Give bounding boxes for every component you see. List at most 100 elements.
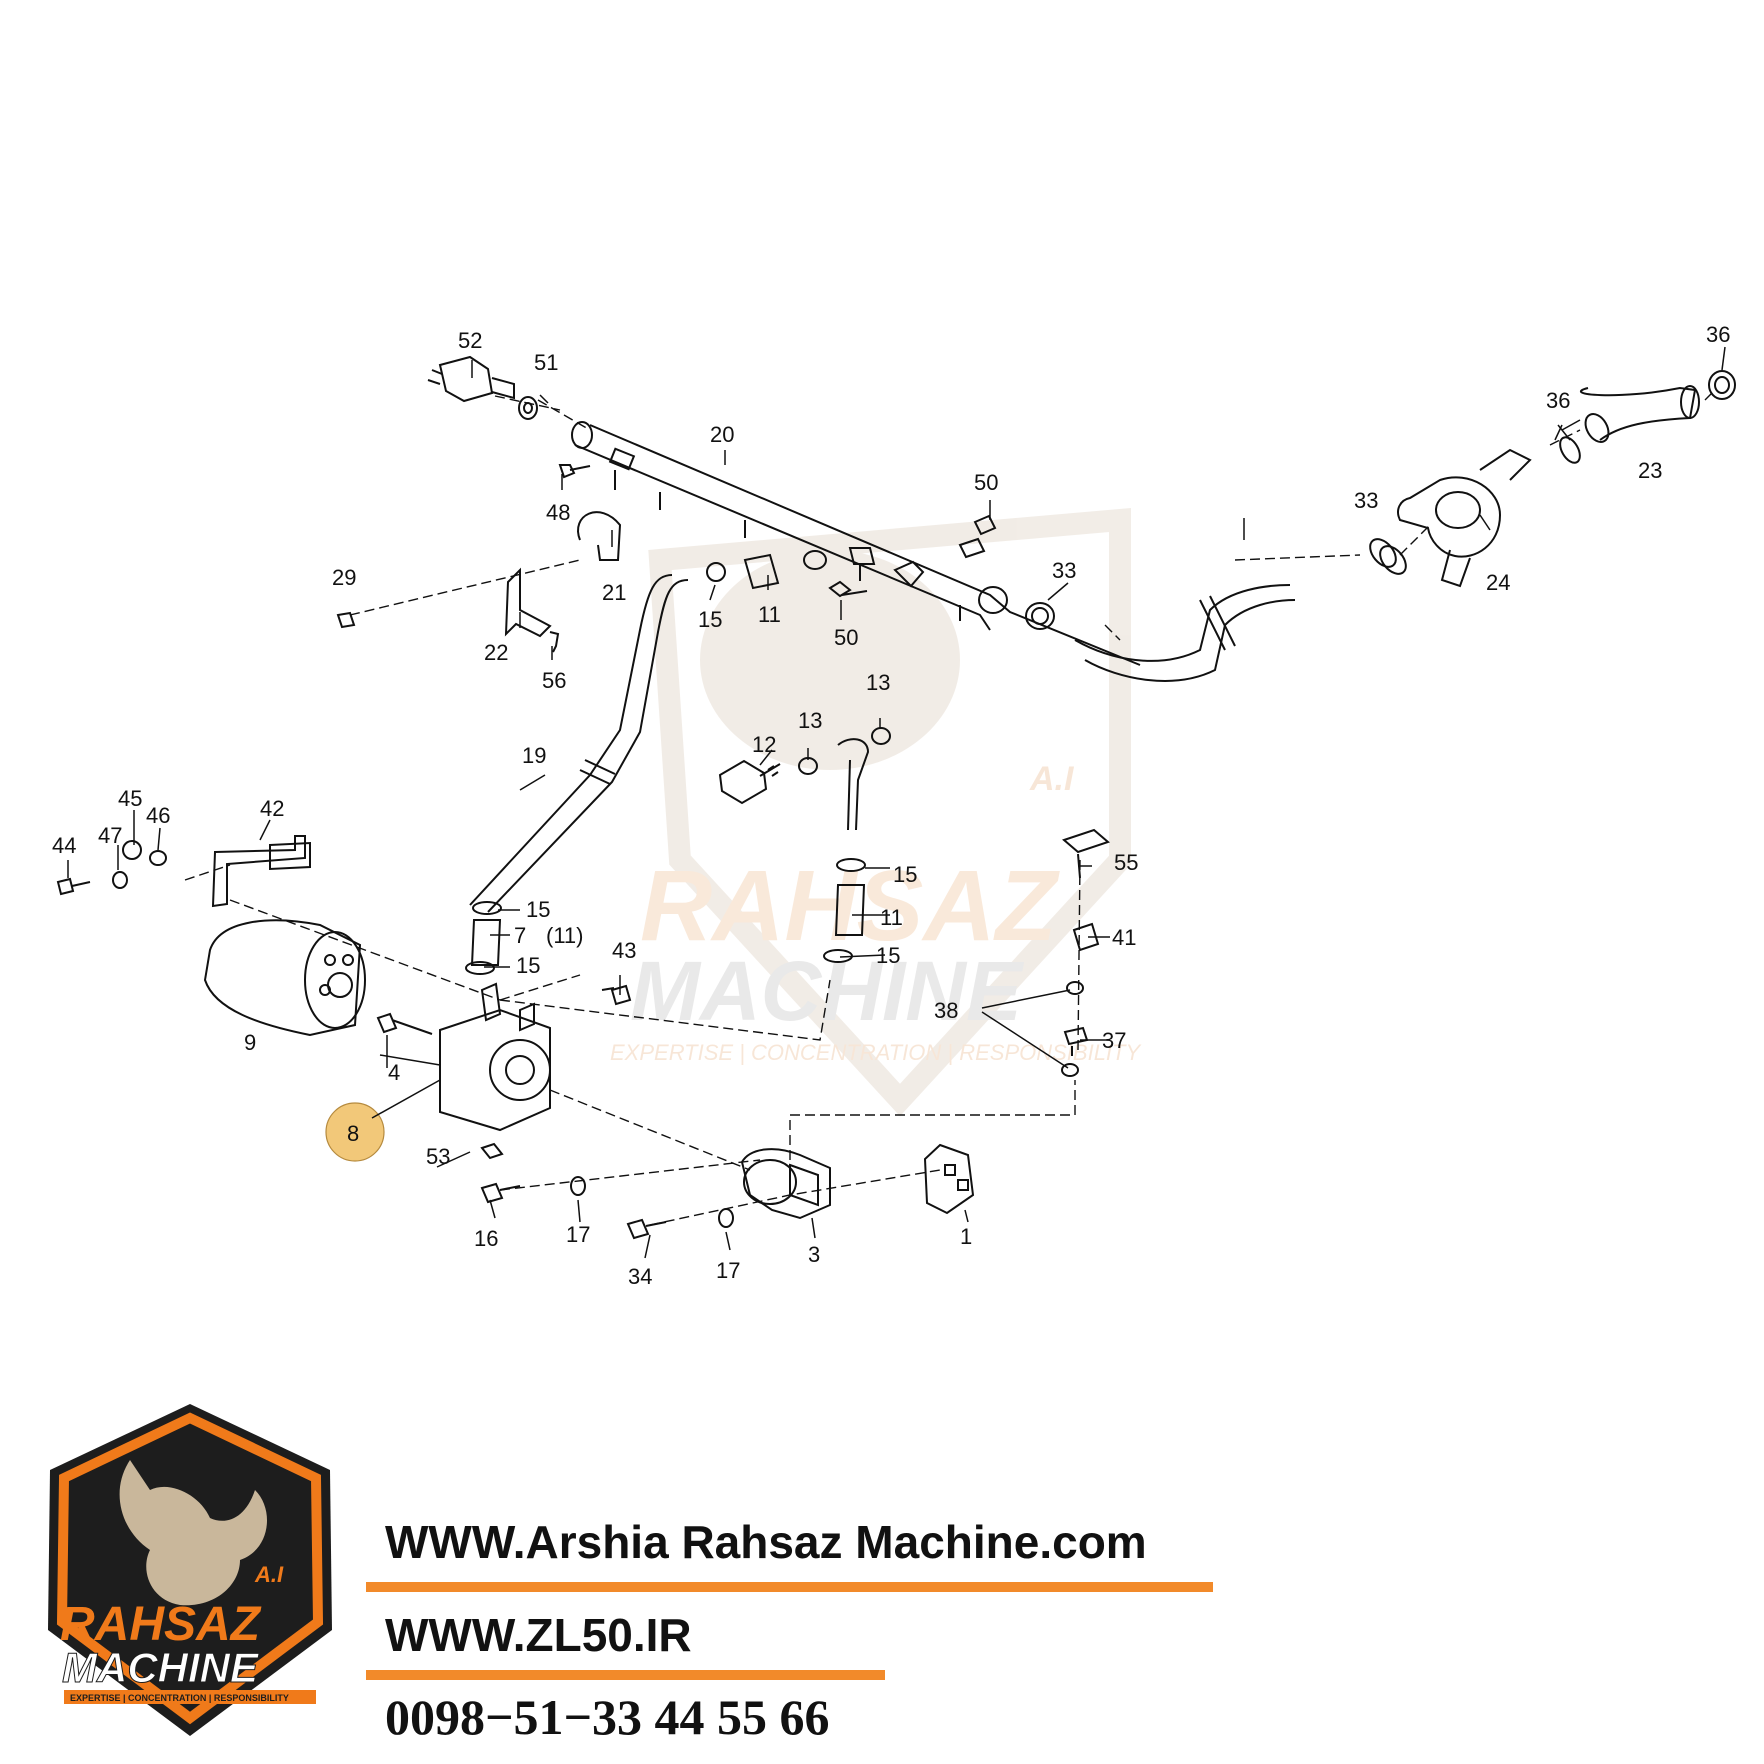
label-1: 1 xyxy=(960,1224,972,1249)
part-29-bolt xyxy=(336,611,356,629)
label-8: 8 xyxy=(347,1121,359,1146)
label-48: 48 xyxy=(546,500,570,525)
label-36-right: 36 xyxy=(1706,322,1730,347)
part-11-hose-upper xyxy=(743,553,780,590)
label-33-right: 33 xyxy=(1354,488,1378,513)
company-logo: A.I RAHSAZ MACHINE EXPERTISE | CONCENTRA… xyxy=(48,1404,332,1736)
part-17-washer-b xyxy=(718,1208,734,1228)
label-15-right-a: 15 xyxy=(893,862,917,887)
part-8-highlight xyxy=(325,1079,441,1162)
part-52-sensor xyxy=(427,355,515,403)
part-3-pump-housing xyxy=(740,1148,831,1220)
label-29: 29 xyxy=(332,565,356,590)
label-24: 24 xyxy=(1486,570,1510,595)
part-15-clamp-left-b xyxy=(465,961,495,975)
part-number-labels: 52 51 20 48 21 29 22 56 15 11 50 50 33 3… xyxy=(52,322,1730,1289)
website-link[interactable]: WWW.Arshia Rahsaz Machine.com xyxy=(385,1516,1147,1568)
label-15-top: 15 xyxy=(698,607,722,632)
label-15-right-b: 15 xyxy=(876,943,900,968)
part-21-clamp xyxy=(577,511,622,561)
label-3: 3 xyxy=(808,1242,820,1267)
part-hose-right xyxy=(1074,584,1296,682)
rhino-icon xyxy=(119,1460,267,1606)
watermark-tagline: EXPERTISE | CONCENTRATION | RESPONSIBILI… xyxy=(610,1040,1141,1065)
part-53-clip xyxy=(480,1142,504,1160)
footer: A.I RAHSAZ MACHINE EXPERTISE | CONCENTRA… xyxy=(0,1400,1764,1764)
leader-lines xyxy=(67,346,1726,1259)
label-56: 56 xyxy=(542,668,566,693)
watermark-brand-2: MACHINE xyxy=(630,944,1025,1038)
part-50-bolt-upper xyxy=(958,514,997,559)
label-17-left: 17 xyxy=(566,1222,590,1247)
label-53: 53 xyxy=(426,1144,450,1169)
part-17-washer-a xyxy=(570,1176,586,1196)
label-4: 4 xyxy=(388,1060,400,1085)
part-23-hose xyxy=(1580,385,1700,443)
label-44: 44 xyxy=(52,833,76,858)
part-47-washer xyxy=(112,871,128,889)
domain-link[interactable]: WWW.ZL50.IR xyxy=(385,1609,692,1661)
label-15-left-a: 15 xyxy=(526,897,550,922)
part-19-pipe xyxy=(469,574,689,913)
label-34: 34 xyxy=(628,1264,652,1289)
logo-brand-2: MACHINE xyxy=(62,1644,260,1691)
part-small-ring xyxy=(803,550,827,570)
label-51: 51 xyxy=(534,350,558,375)
label-23: 23 xyxy=(1638,458,1662,483)
part-4-nipple xyxy=(376,1012,433,1035)
label-9: 9 xyxy=(244,1030,256,1055)
label-55: 55 xyxy=(1114,850,1138,875)
label-11-top: 11 xyxy=(758,602,781,627)
label-46: 46 xyxy=(146,803,170,828)
part-36-ring-a xyxy=(1559,436,1581,464)
part-46-washer xyxy=(149,850,167,866)
part-34-bolt xyxy=(626,1218,667,1240)
part-7-hose xyxy=(470,919,502,966)
part-38-washer-a xyxy=(1066,981,1084,995)
label-20: 20 xyxy=(710,422,734,447)
part-50-bolt-lower xyxy=(828,580,868,598)
watermark-brand: RAHSAZ xyxy=(640,850,1061,962)
label-43: 43 xyxy=(612,938,636,963)
label-13-upper: 13 xyxy=(866,670,890,695)
label-41: 41 xyxy=(1112,925,1136,950)
part-8-filter-head xyxy=(439,982,551,1132)
assembly-lines xyxy=(184,389,1716,1226)
part-15-clamp-left-a xyxy=(472,901,502,915)
label-47: 47 xyxy=(98,823,122,848)
label-11-right: 11 xyxy=(880,905,903,930)
watermark-initials: A.I xyxy=(1029,760,1075,798)
part-45-nut xyxy=(122,840,142,860)
label-45: 45 xyxy=(118,786,142,811)
label-50-upper: 50 xyxy=(974,470,998,495)
label-17-right: 17 xyxy=(716,1258,740,1283)
part-51-washer xyxy=(518,396,538,420)
exploded-parts-diagram: A.I RAHSAZ MACHINE EXPERTISE | CONCENTRA… xyxy=(52,322,1736,1289)
part-56-screw xyxy=(549,631,560,653)
part-22-bracket xyxy=(504,567,552,638)
part-9-oil-filter xyxy=(203,919,366,1037)
label-42: 42 xyxy=(260,796,284,821)
part-36-ring-b xyxy=(1708,370,1736,400)
label-38: 38 xyxy=(934,998,958,1023)
part-44-bolt xyxy=(56,877,91,896)
part-20-rail xyxy=(571,421,1141,666)
label-37: 37 xyxy=(1102,1028,1126,1053)
logo-initials: A.I xyxy=(254,1562,284,1587)
part-42-bracket xyxy=(211,835,306,908)
part-13-washer-b xyxy=(871,727,891,745)
label-19: 19 xyxy=(522,743,546,768)
phone-number: 0098−51−33 44 55 66 xyxy=(385,1689,830,1745)
label-52: 52 xyxy=(458,328,482,353)
part-15-clamp-upper xyxy=(706,562,726,582)
part-15-clamp-right-a xyxy=(836,858,866,872)
label-33-left: 33 xyxy=(1052,558,1076,583)
label-16: 16 xyxy=(474,1226,498,1251)
logo-brand: RAHSAZ xyxy=(60,1598,262,1651)
label-22: 22 xyxy=(484,640,508,665)
watermark: A.I RAHSAZ MACHINE EXPERTISE | CONCENTRA… xyxy=(610,508,1141,1117)
label-36-left: 36 xyxy=(1546,388,1570,413)
part-24-thermostat-housing xyxy=(1397,448,1532,588)
part-48-bolt xyxy=(558,464,591,479)
